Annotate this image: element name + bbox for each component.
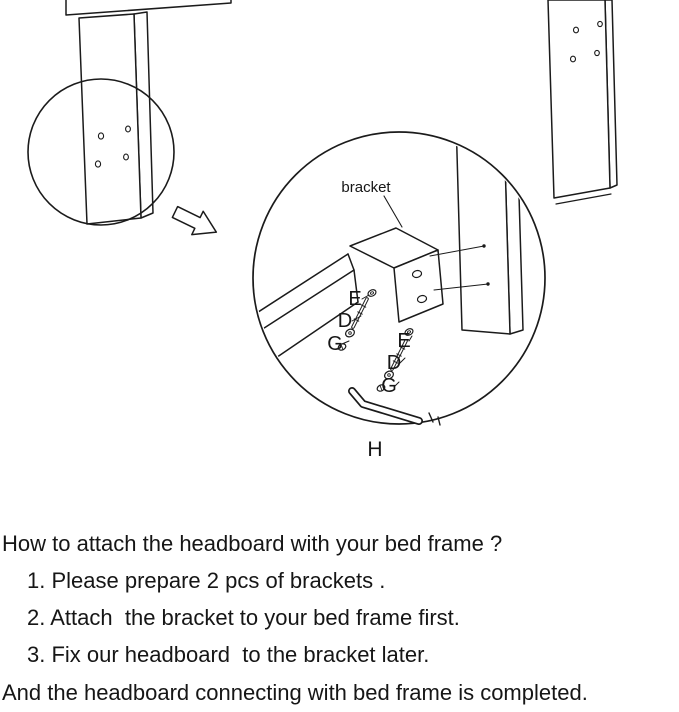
instruction-step-2: 2. Attach the bracket to your bed frame …: [27, 605, 460, 630]
label-leader-lines: [341, 294, 413, 387]
label-h: H: [367, 438, 382, 461]
post-screw-holes: [569, 20, 603, 63]
bracket-label-leader: [383, 195, 403, 228]
bolt-d-head: [384, 370, 394, 380]
zoom-arrow-icon: [171, 205, 218, 236]
label-d-lower: D: [387, 352, 401, 374]
instructions-heading: How to attach the headboard with your be…: [2, 531, 503, 556]
frame-post-top-right: [547, 0, 618, 205]
label-e-upper: E: [348, 288, 361, 310]
bed-post: [455, 134, 524, 335]
bracket: [349, 227, 444, 323]
alignment-lines: [429, 245, 489, 291]
bolt-d-head: [345, 328, 355, 338]
allen-key: [348, 387, 423, 425]
bolt-d-threads: [392, 346, 406, 364]
detail-circle: [252, 131, 546, 425]
magnifier-circle: [27, 78, 175, 226]
fastener-set-lower: [376, 328, 414, 392]
label-g-upper: G: [327, 333, 343, 355]
label-e-lower: E: [397, 330, 410, 352]
instructions-block: How to attach the headboard with your be…: [0, 531, 679, 706]
instruction-step-1: 1. Please prepare 2 pcs of brackets .: [27, 568, 386, 593]
label-d-upper: D: [338, 310, 352, 332]
bracket-label: bracket: [341, 179, 391, 196]
washer-e: [404, 328, 414, 336]
instruction-step-3: 3. Fix our headboard to the bracket late…: [27, 642, 430, 667]
label-g-lower: G: [381, 375, 397, 397]
instructions-footer: And the headboard connecting with bed fr…: [2, 680, 588, 705]
bracket-hole: [416, 294, 428, 304]
headboard-panel-edge: [65, 0, 232, 16]
washer-e: [367, 289, 377, 297]
headboard-leg: [78, 11, 154, 225]
bracket-hole: [411, 269, 423, 279]
motion-tick-marks: [428, 412, 441, 426]
bed-rail: [255, 253, 359, 367]
leg-screw-holes: [94, 125, 131, 168]
assembly-diagram: bracket E D G E D G H: [27, 0, 618, 461]
